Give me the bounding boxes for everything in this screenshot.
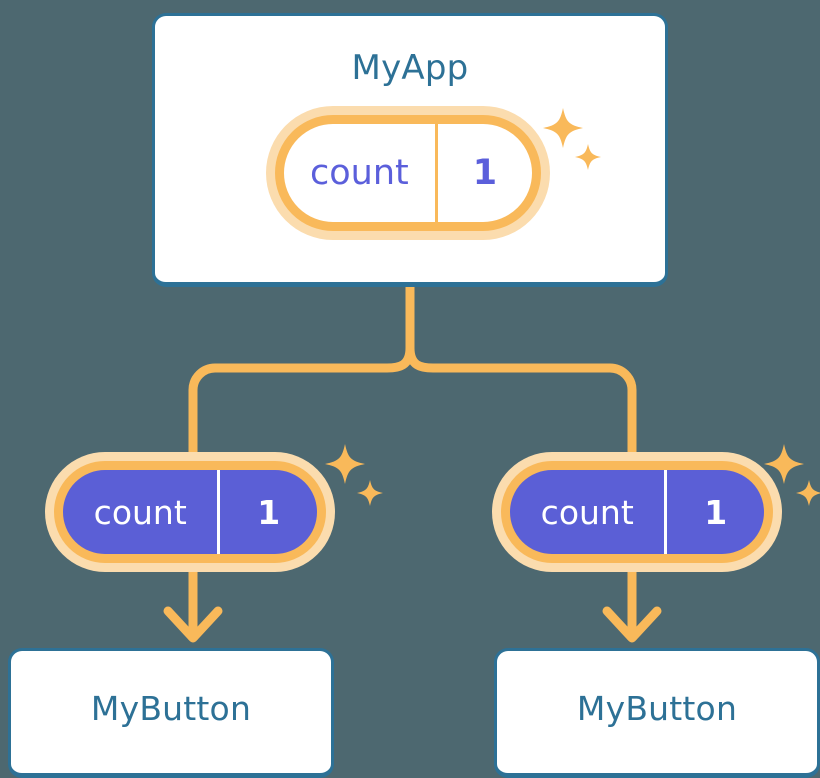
left-button-component-card[interactable]: MyButton	[8, 648, 334, 778]
right-button-component-card[interactable]: MyButton	[494, 648, 820, 778]
branch-to-right-state	[405, 347, 637, 455]
left-button-state-pill-inner: count 1	[54, 461, 326, 563]
left-button-state-key: count	[63, 470, 221, 554]
app-state-pill-inner: count 1	[275, 115, 541, 231]
left-button-state-pill[interactable]: count 1	[45, 452, 335, 572]
branch-to-left-state	[188, 347, 415, 455]
app-state-key: count	[284, 124, 438, 222]
right-button-state-value: 1	[704, 492, 728, 532]
app-state-pill[interactable]: count 1	[266, 106, 550, 240]
right-button-component-title: MyButton	[576, 689, 738, 728]
right-button-state-pill[interactable]: count 1	[492, 452, 782, 572]
left-button-state-value: 1	[257, 492, 281, 532]
right-button-state-pill-inner: count 1	[501, 461, 773, 563]
app-component-title: MyApp	[351, 48, 469, 88]
right-state-to-button-head	[602, 606, 662, 643]
left-button-component-title: MyButton	[90, 689, 252, 728]
right-button-state-key: count	[510, 470, 668, 554]
left-state-to-button-head	[163, 606, 223, 643]
app-state-value: 1	[472, 153, 498, 193]
